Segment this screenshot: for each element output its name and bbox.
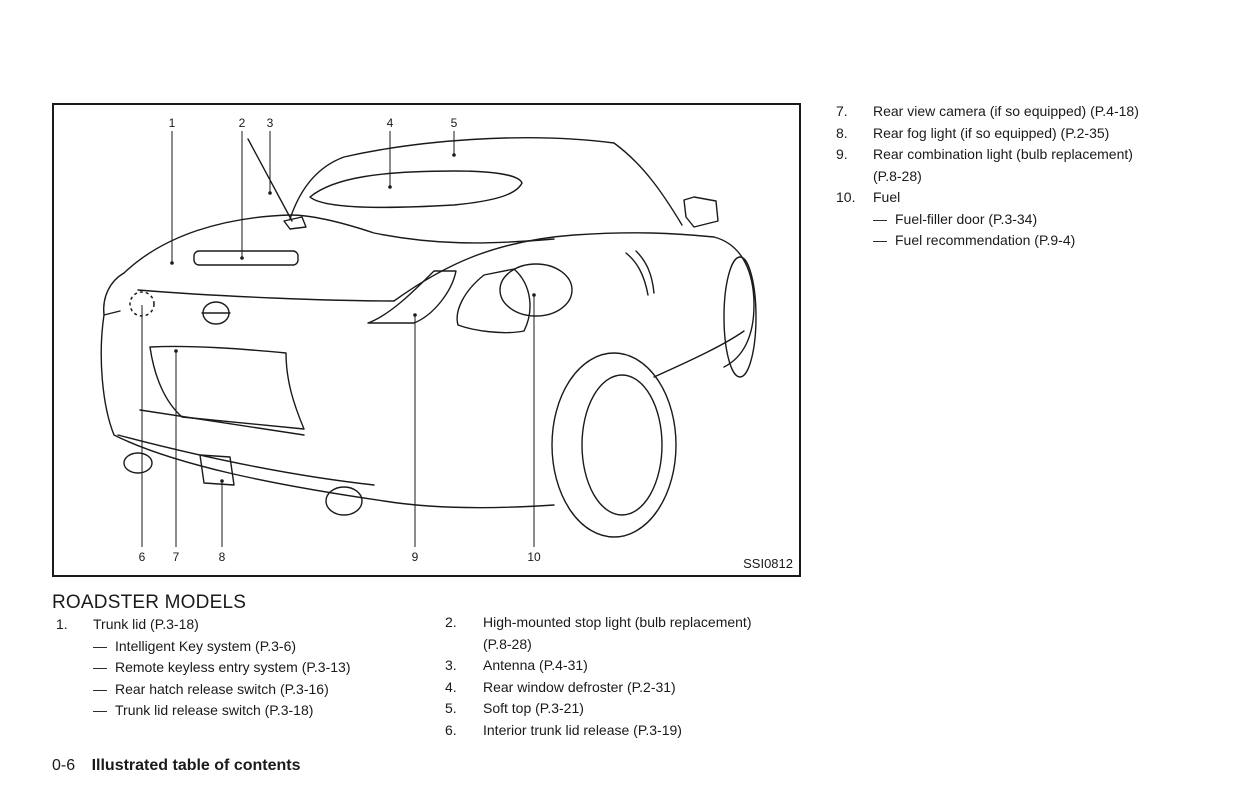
item-number: 10.: [836, 189, 856, 205]
sub-item: — Rear hatch release switch (P.3-16): [93, 679, 396, 701]
high-mounted-stop-light: [193, 250, 299, 266]
callout-9: 9: [411, 550, 419, 564]
list-item-8: 8. Rear fog light (if so equipped) (P.2-…: [836, 123, 1186, 145]
sub-item: — Fuel-filler door (P.3-34): [873, 209, 1186, 231]
item-text: Antenna (P.4-31): [483, 657, 588, 673]
list-item-6: 6. Interior trunk lid release (P.3-19): [445, 720, 795, 742]
front-wheel: [723, 256, 757, 378]
item-text: Rear view camera (if so equipped) (P.4-1…: [873, 103, 1139, 119]
callout-10: 10: [527, 550, 541, 564]
item-number: 8.: [836, 124, 848, 141]
sub-item-dash: —: [873, 232, 887, 248]
list-item-9: 9. Rear combination light (bulb replacem…: [836, 144, 1186, 187]
callout-1: 1: [168, 116, 176, 130]
page-number: 0-6: [52, 757, 76, 774]
sub-item-dash: —: [93, 680, 107, 697]
rear-fender-outline: [393, 232, 755, 368]
license-plate-recess: [149, 345, 305, 430]
callout-5: 5: [450, 116, 458, 130]
car-side-sill: [653, 330, 745, 378]
car-rear-illustration-figure: 1 2 3 4 5 6 7 8 9 10 SSI0812: [52, 103, 801, 577]
bumper-strip: [139, 409, 305, 436]
rear-combination-light-right: [456, 268, 531, 334]
sub-item-text: Remote keyless entry system (P.3-13): [115, 659, 351, 675]
item-text: Interior trunk lid release (P.3-19): [483, 721, 682, 738]
sub-item: — Fuel recommendation (P.9-4): [873, 230, 1186, 252]
sub-item-text: Intelligent Key system (P.3-6): [115, 637, 297, 654]
item-text: Trunk lid (P.3-18): [93, 616, 199, 632]
list-item-2: 2. High-mounted stop light (bulb replace…: [445, 612, 795, 655]
item-number: 6.: [445, 721, 457, 738]
figure-code: SSI0812: [743, 556, 793, 571]
sub-item-text: Fuel recommendation (P.9-4): [895, 232, 1076, 248]
item-text-continued: (P.8-28): [483, 635, 532, 652]
item-number: 2.: [445, 614, 457, 630]
sub-item: — Trunk lid release switch (P.3-18): [93, 700, 396, 722]
item-number: 5.: [445, 700, 457, 716]
car-rear-line-drawing: [100, 131, 757, 547]
section-title: ROADSTER MODELS: [52, 592, 247, 613]
list-item-5: 5. Soft top (P.3-21): [445, 698, 795, 720]
contents-list-column-1: 1. Trunk lid (P.3-18) — Intelligent Key …: [56, 614, 396, 722]
rear-bumper-outline: [100, 314, 555, 509]
soft-top-outline: [289, 137, 683, 226]
item-text: High-mounted stop light (bulb replacemen…: [483, 614, 752, 630]
item-number: 4.: [445, 678, 457, 695]
fog-light-ellipse: [499, 263, 573, 317]
page-footer: 0-6 Illustrated table of contents: [52, 757, 301, 775]
interior-release-dashed-circle: [129, 291, 155, 317]
chapter-title: Illustrated table of contents: [91, 757, 301, 774]
item-text: Rear combination light (bulb replacement…: [873, 146, 1133, 162]
exhaust-right: [325, 486, 363, 516]
callout-3: 3: [266, 116, 274, 130]
item-number: 9.: [836, 146, 848, 162]
item-text: Fuel: [873, 189, 901, 205]
diffuser-line: [117, 434, 375, 486]
sub-item-text: Rear hatch release switch (P.3-16): [115, 680, 329, 697]
contents-list-column-2: 2. High-mounted stop light (bulb replace…: [445, 612, 795, 741]
callout-4: 4: [386, 116, 394, 130]
list-item-1: 1. Trunk lid (P.3-18) — Intelligent Key …: [56, 614, 396, 722]
list-item-3: 3. Antenna (P.4-31): [445, 655, 795, 677]
rear-wheel-inner: [581, 374, 663, 516]
list-item-10: 10. Fuel — Fuel-filler door (P.3-34) — F…: [836, 187, 1186, 252]
side-vent: [625, 250, 655, 296]
antenna-base: [283, 216, 307, 230]
callout-6: 6: [138, 550, 146, 564]
rear-window-outline: [309, 170, 523, 209]
sub-item-dash: —: [873, 210, 887, 227]
rear-combination-light-left: [367, 270, 457, 324]
left-tail-light: [103, 272, 125, 316]
exhaust-left: [123, 452, 153, 474]
item-text-continued: (P.8-28): [873, 167, 922, 184]
callout-8: 8: [218, 550, 226, 564]
sub-item-dash: —: [93, 702, 107, 718]
sub-item-text: Fuel-filler door (P.3-34): [895, 210, 1038, 227]
list-item-7: 7. Rear view camera (if so equipped) (P.…: [836, 101, 1186, 123]
item-text: Rear fog light (if so equipped) (P.2-35): [873, 124, 1110, 141]
side-mirror: [683, 196, 719, 228]
sub-item: — Remote keyless entry system (P.3-13): [93, 657, 396, 679]
item-number: 1.: [56, 616, 68, 632]
item-text: Soft top (P.3-21): [483, 700, 584, 716]
item-number: 7.: [836, 103, 848, 119]
callout-2: 2: [238, 116, 246, 130]
sub-item: — Intelligent Key system (P.3-6): [93, 636, 396, 658]
item-text: Rear window defroster (P.2-31): [483, 678, 676, 695]
sub-item-dash: —: [93, 659, 107, 675]
contents-list-column-3: 7. Rear view camera (if so equipped) (P.…: [836, 101, 1186, 252]
list-item-4: 4. Rear window defroster (P.2-31): [445, 677, 795, 699]
trunk-lid-edge: [137, 289, 395, 302]
fog-light-box: [199, 454, 235, 486]
sub-item-dash: —: [93, 637, 107, 654]
item-number: 3.: [445, 657, 457, 673]
rear-wheel-outer: [551, 352, 677, 538]
trunk-lid-outline: [123, 214, 555, 274]
callout-7: 7: [172, 550, 180, 564]
sub-item-text: Trunk lid release switch (P.3-18): [115, 702, 314, 718]
